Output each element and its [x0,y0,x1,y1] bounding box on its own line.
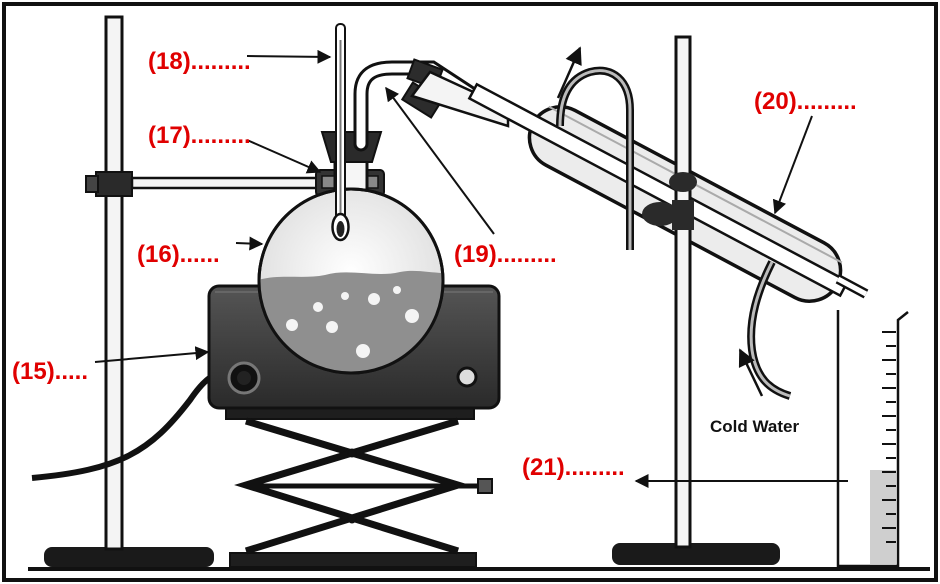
heater-light [456,366,478,388]
water-out-arrow [556,46,582,99]
arrow-16 [235,236,264,251]
arrow-15 [94,346,210,363]
arrow-20 [772,115,813,215]
arrow-18 [246,49,332,64]
stopper [320,131,383,163]
arrow-19 [385,86,495,235]
arrow-17 [246,139,322,174]
label-16: (16)...... [137,241,220,268]
water-in-arrow [738,348,764,397]
delivery-tube [353,58,510,152]
label-20: (20)......... [754,88,857,115]
lab-jack [225,406,493,568]
label-21: (21)......... [522,454,625,481]
right-retort-stand [612,35,780,565]
label-18: (18)......... [148,48,251,75]
power-cable [31,367,231,481]
cold-water-label: Cold Water [710,417,799,436]
label-17: (17)......... [148,122,251,149]
label-19: (19)......... [454,241,557,268]
graduated-cylinder [836,310,909,568]
thermometer [331,23,350,242]
label-15: (15)..... [12,358,88,385]
